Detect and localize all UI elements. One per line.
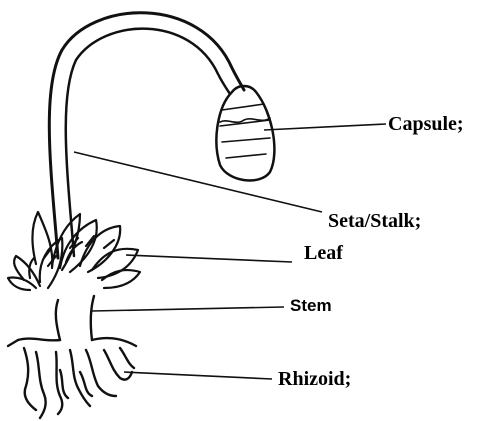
stem-right-edge xyxy=(91,296,94,340)
stem-left-edge xyxy=(56,300,60,340)
rhizoid-label: Rhizoid; xyxy=(278,368,351,391)
stem-label: Stem xyxy=(290,296,332,316)
capsule-hatch xyxy=(220,104,270,158)
stem-pointer xyxy=(92,307,284,311)
seta-label: Seta/Stalk; xyxy=(328,210,421,233)
seta-outline-outer xyxy=(49,13,244,258)
rhizoid-group xyxy=(8,338,136,418)
leaf-pointer xyxy=(126,255,292,262)
seta-pointer xyxy=(74,152,322,212)
capsule-shape xyxy=(216,86,274,180)
leaf-label: Leaf xyxy=(304,242,343,265)
capsule-pointer xyxy=(264,124,386,130)
capsule-label: Capsule; xyxy=(388,113,464,136)
rhizoid-pointer xyxy=(124,372,272,379)
